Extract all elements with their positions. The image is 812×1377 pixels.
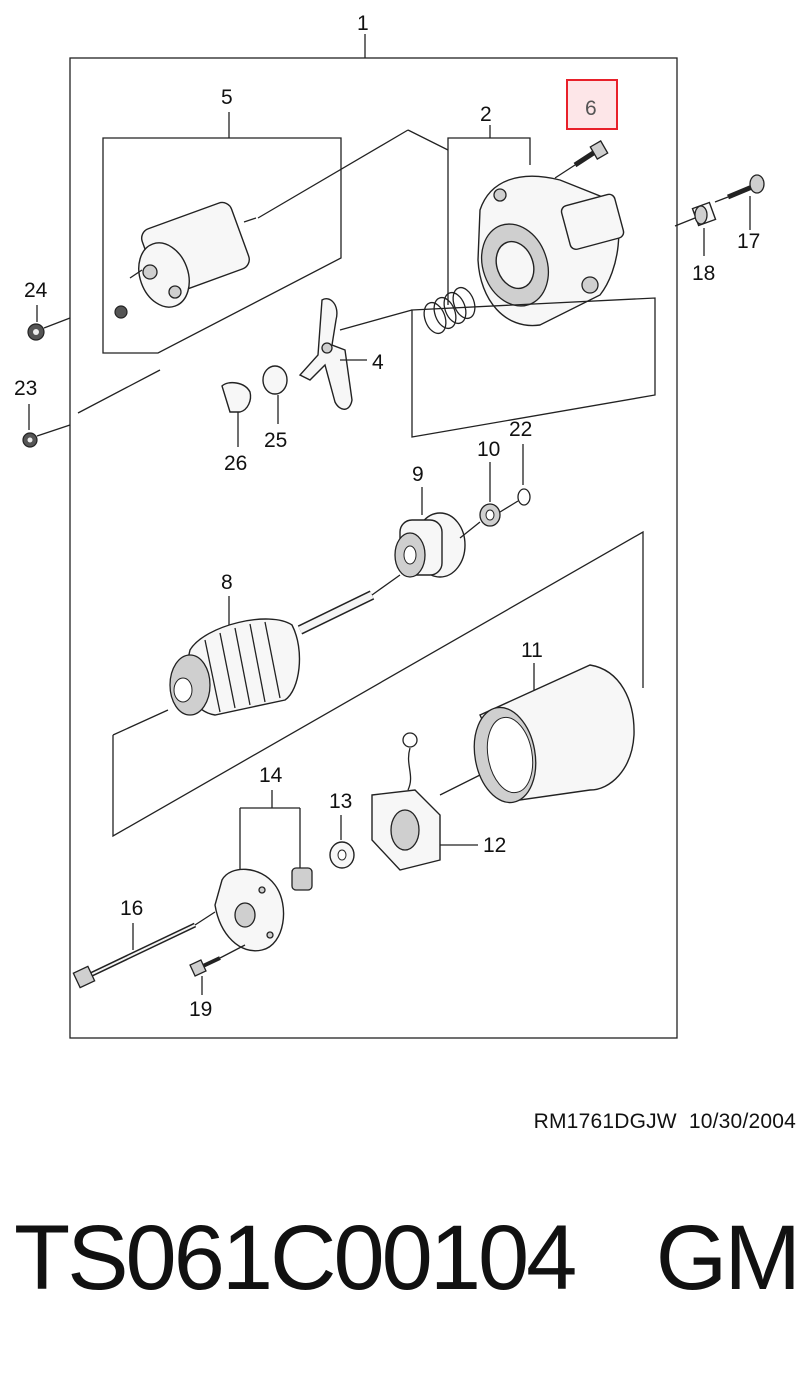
callout-13[interactable]: 13 <box>329 790 352 813</box>
callout-6[interactable]: 6 <box>585 97 597 120</box>
callout-10[interactable]: 10 <box>477 438 500 461</box>
callout-6-highlight-box <box>566 79 618 130</box>
washer-13-part[interactable] <box>329 841 355 869</box>
solenoid-part[interactable] <box>114 200 257 319</box>
callout-1[interactable]: 1 <box>357 12 369 35</box>
callout-23[interactable]: 24 <box>24 279 48 302</box>
callout-24[interactable]: 22 <box>509 418 532 441</box>
exploded-parts-diagram: 1 5 2 6 17 <box>14 12 765 1039</box>
callout-2[interactable]: 2 <box>480 103 492 126</box>
callout-14[interactable]: 14 <box>259 764 283 787</box>
field-frame-11-part[interactable] <box>467 664 635 807</box>
brush-holder-12-part[interactable] <box>371 732 441 871</box>
solenoid-group-outline <box>102 137 342 354</box>
callout-19[interactable]: 18 <box>692 262 715 285</box>
callout-18[interactable]: 17 <box>737 230 760 253</box>
bushing-19-part[interactable] <box>691 201 717 227</box>
callout-9[interactable]: 9 <box>412 463 424 486</box>
lever-group-outline <box>411 297 656 438</box>
washer-25-part[interactable] <box>262 365 288 395</box>
end-frame-14-part[interactable] <box>214 867 313 952</box>
callout-26[interactable]: 26 <box>224 452 247 475</box>
explode-line-solenoid <box>257 129 409 219</box>
drive-end-housing-part[interactable] <box>471 175 625 327</box>
screw-16-part[interactable] <box>189 956 221 977</box>
callout-12[interactable]: 12 <box>483 834 506 857</box>
housing-group-bracket <box>447 137 531 165</box>
bearing-10-part[interactable] <box>479 503 501 527</box>
pinion-9-part[interactable] <box>394 512 466 578</box>
spring-part[interactable] <box>420 285 479 337</box>
assembly-frame <box>69 57 678 1039</box>
part-number: TS061C00104 <box>14 1207 577 1309</box>
callout-4[interactable]: 4 <box>372 351 384 374</box>
through-bolt-17-part[interactable] <box>72 922 197 989</box>
callout-22[interactable]: 23 <box>14 377 37 400</box>
callout-17[interactable]: 16 <box>120 897 143 920</box>
callout-25[interactable]: 25 <box>264 429 287 452</box>
explode-line-solenoid-3 <box>77 369 161 414</box>
callout-16[interactable]: 19 <box>189 998 212 1021</box>
nut-23-part[interactable] <box>27 323 45 341</box>
nut-22-part[interactable] <box>22 432 38 448</box>
callout-11[interactable]: 11 <box>521 639 543 662</box>
armature-8-part[interactable] <box>169 590 375 716</box>
explode-line-solenoid-2 <box>407 129 449 151</box>
callout-8[interactable]: 8 <box>221 571 233 594</box>
ring-24-part[interactable] <box>517 488 531 506</box>
shift-lever-part[interactable] <box>298 298 353 410</box>
end-frame-group-bracket <box>239 790 301 875</box>
plate-26-part[interactable] <box>221 381 252 413</box>
bolt-6-part[interactable] <box>573 140 609 168</box>
callout-5[interactable]: 5 <box>221 86 233 109</box>
bolt-18-part[interactable] <box>727 174 765 200</box>
brand-name: GM <box>655 1207 801 1309</box>
armature-group-outline <box>112 530 644 838</box>
reference-code: RM1761DGJW 10/30/2004 <box>533 1110 796 1133</box>
